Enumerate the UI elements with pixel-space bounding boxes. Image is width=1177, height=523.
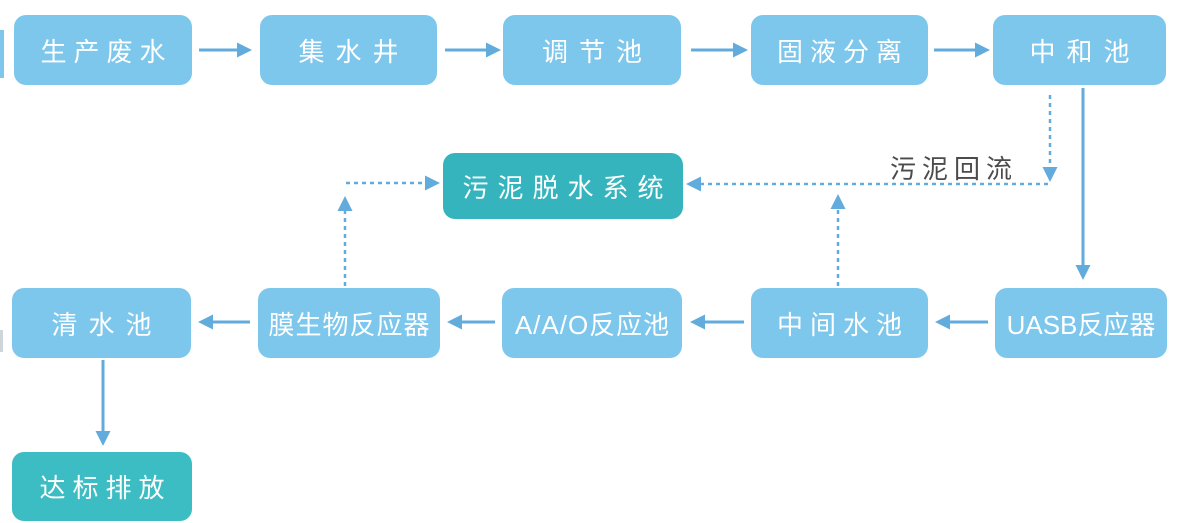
arrow-uasb-to-intermediate [935,314,988,330]
edge-artifact-top [0,30,4,78]
node-membrane-bioreactor: 膜生物反应器 [258,288,440,358]
node-label: UASB反应器 [1006,309,1156,340]
node-label: 固液分离 [776,36,909,67]
node-label: 集水井 [298,36,410,67]
dashed-arrow-membrane-right [346,175,440,191]
node-sludge-dewatering-system: 污泥脱水系统 [443,153,683,219]
arrow-aao-to-membrane [447,314,495,330]
node-regulation-tank: 调节池 [503,15,681,85]
node-label: 清水池 [51,309,163,340]
node-clear-water-tank: 清水池 [12,288,191,358]
node-label: A/A/O反应池 [514,309,671,340]
node-label: 达标排放 [39,473,172,503]
edge-artifact-bottom [0,330,3,352]
arrow-collection-to-regulation [445,42,501,58]
arrow-neutralization-to-uasb [1075,88,1091,280]
node-intermediate-tank: 中间水池 [751,288,928,358]
dashed-arrow-sludge-return-horizontal [686,176,1048,192]
arrow-regulation-to-separation [691,42,748,58]
arrow-clearwater-to-discharge [95,360,111,446]
node-collection-well: 集水井 [260,15,437,85]
node-neutralization-tank: 中和池 [993,15,1166,85]
node-label: 膜生物反应器 [268,309,431,340]
arrow-membrane-to-clearwater [198,314,250,330]
node-label: 污泥脱水系统 [462,172,673,203]
node-solid-liquid-separation: 固液分离 [751,15,928,85]
node-label: 中间水池 [776,309,909,340]
dashed-arrow-neutralization-down [1042,95,1058,182]
node-aao-reaction-tank: A/A/O反应池 [502,288,682,358]
arrow-production-to-collection [199,42,252,58]
node-uasb-reactor: UASB反应器 [995,288,1167,358]
node-label: 中和池 [1029,36,1141,67]
arrow-separation-to-neutralization [934,42,990,58]
dashed-arrow-membrane-up [337,196,353,286]
node-production-wastewater: 生产废水 [14,15,192,85]
node-label: 生产废水 [40,36,173,67]
dashed-arrow-intermediate-up [830,194,846,286]
node-standard-discharge: 达标排放 [12,452,192,521]
node-label: 调节池 [541,36,653,67]
arrow-intermediate-to-aao [690,314,744,330]
sludge-return-label: 污泥回流 [890,154,1019,184]
